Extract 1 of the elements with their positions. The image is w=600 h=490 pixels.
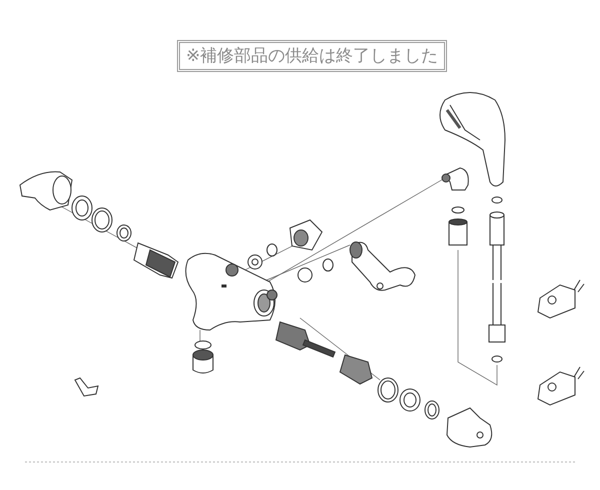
notice-box: ※補修部品の供給は終了しました	[177, 40, 448, 72]
